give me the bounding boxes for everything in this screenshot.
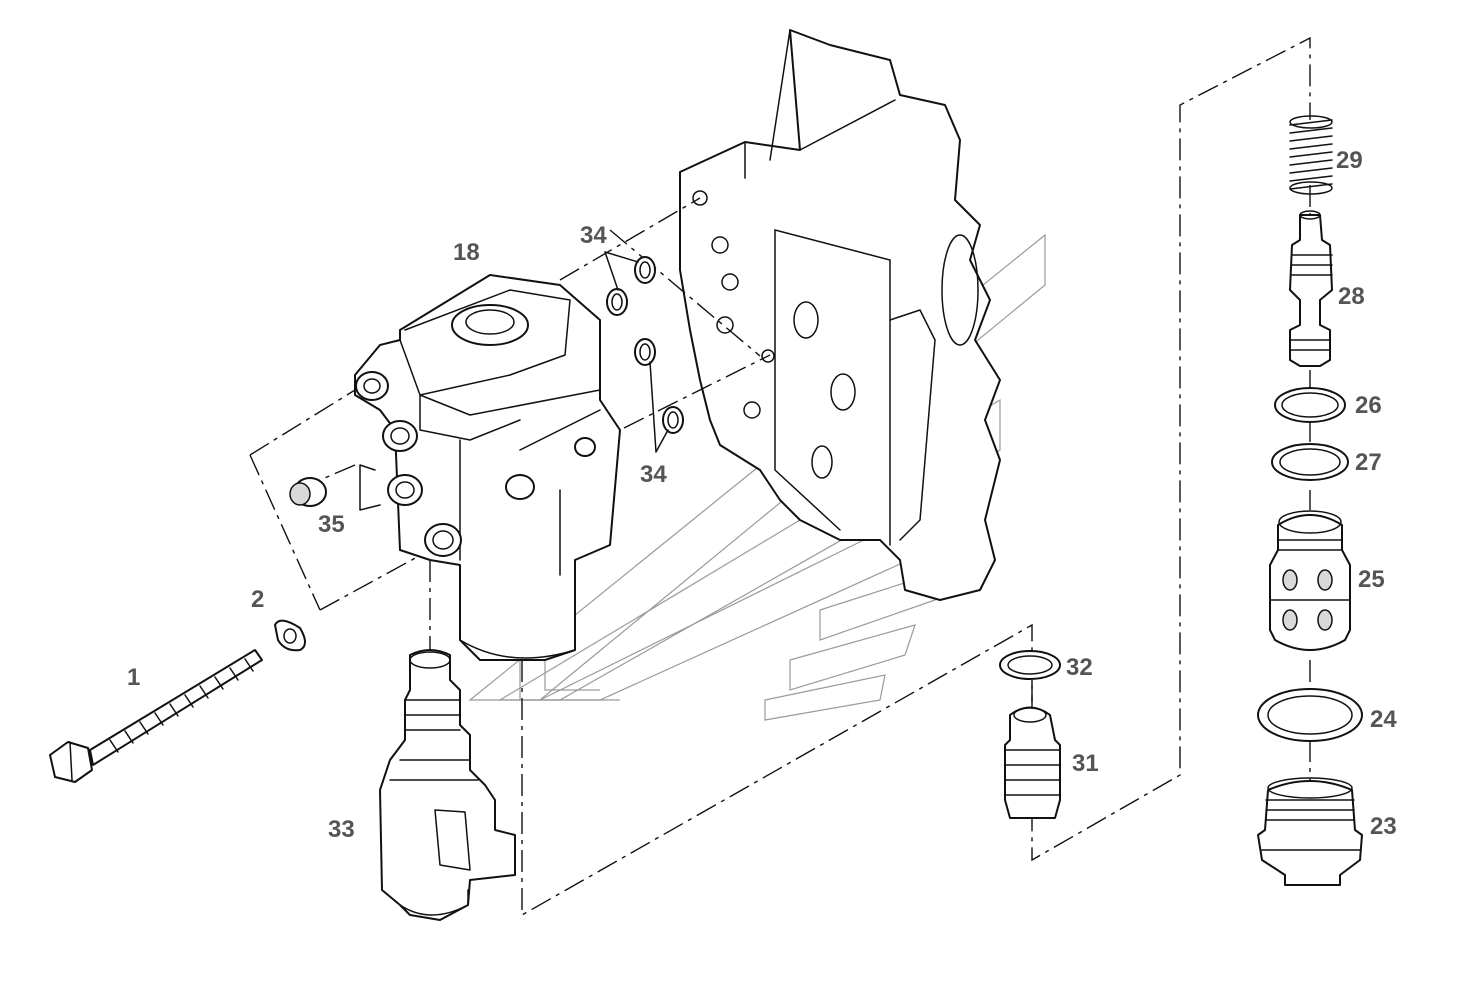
- label-part-34-upper: 34: [580, 222, 607, 249]
- label-part-35: 35: [318, 511, 345, 538]
- valve-sleeve-25[interactable]: [1269, 510, 1351, 651]
- o-ring-27[interactable]: [1271, 443, 1349, 481]
- label-part-27: 27: [1355, 449, 1382, 476]
- valve-housing: [679, 29, 1001, 601]
- o-rings-34[interactable]: [604, 251, 684, 453]
- spring-29[interactable]: [1289, 115, 1333, 195]
- label-part-2: 2: [251, 586, 264, 613]
- cartridge-31[interactable]: [1004, 706, 1061, 819]
- callout-labels: 1 2 18 23 24 25 26 27 28 29 31 32 33 34 …: [127, 147, 1397, 843]
- label-part-26: 26: [1355, 392, 1382, 419]
- label-part-29: 29: [1336, 147, 1363, 174]
- o-ring-24[interactable]: [1257, 688, 1363, 742]
- o-ring-26[interactable]: [1274, 387, 1346, 423]
- assembly-leader-lines: [249, 36, 1311, 917]
- valve-body-18[interactable]: [354, 274, 621, 661]
- solenoid-coil-33[interactable]: [379, 649, 516, 921]
- plug-screw-23[interactable]: [1257, 777, 1363, 886]
- seal-ring-32[interactable]: [999, 650, 1061, 680]
- label-part-24: 24: [1370, 706, 1397, 733]
- label-part-31: 31: [1072, 750, 1099, 777]
- plug-35[interactable]: [289, 464, 381, 511]
- label-part-1: 1: [127, 664, 140, 691]
- label-part-33: 33: [328, 816, 355, 843]
- label-part-25: 25: [1358, 566, 1385, 593]
- label-part-18: 18: [453, 239, 480, 266]
- label-part-23: 23: [1370, 813, 1397, 840]
- spool-28[interactable]: [1289, 210, 1333, 367]
- washer-2[interactable]: [274, 619, 306, 652]
- label-part-32: 32: [1066, 654, 1093, 681]
- label-part-34-lower: 34: [640, 461, 667, 488]
- bolt-1[interactable]: [49, 649, 263, 783]
- label-part-28: 28: [1338, 283, 1365, 310]
